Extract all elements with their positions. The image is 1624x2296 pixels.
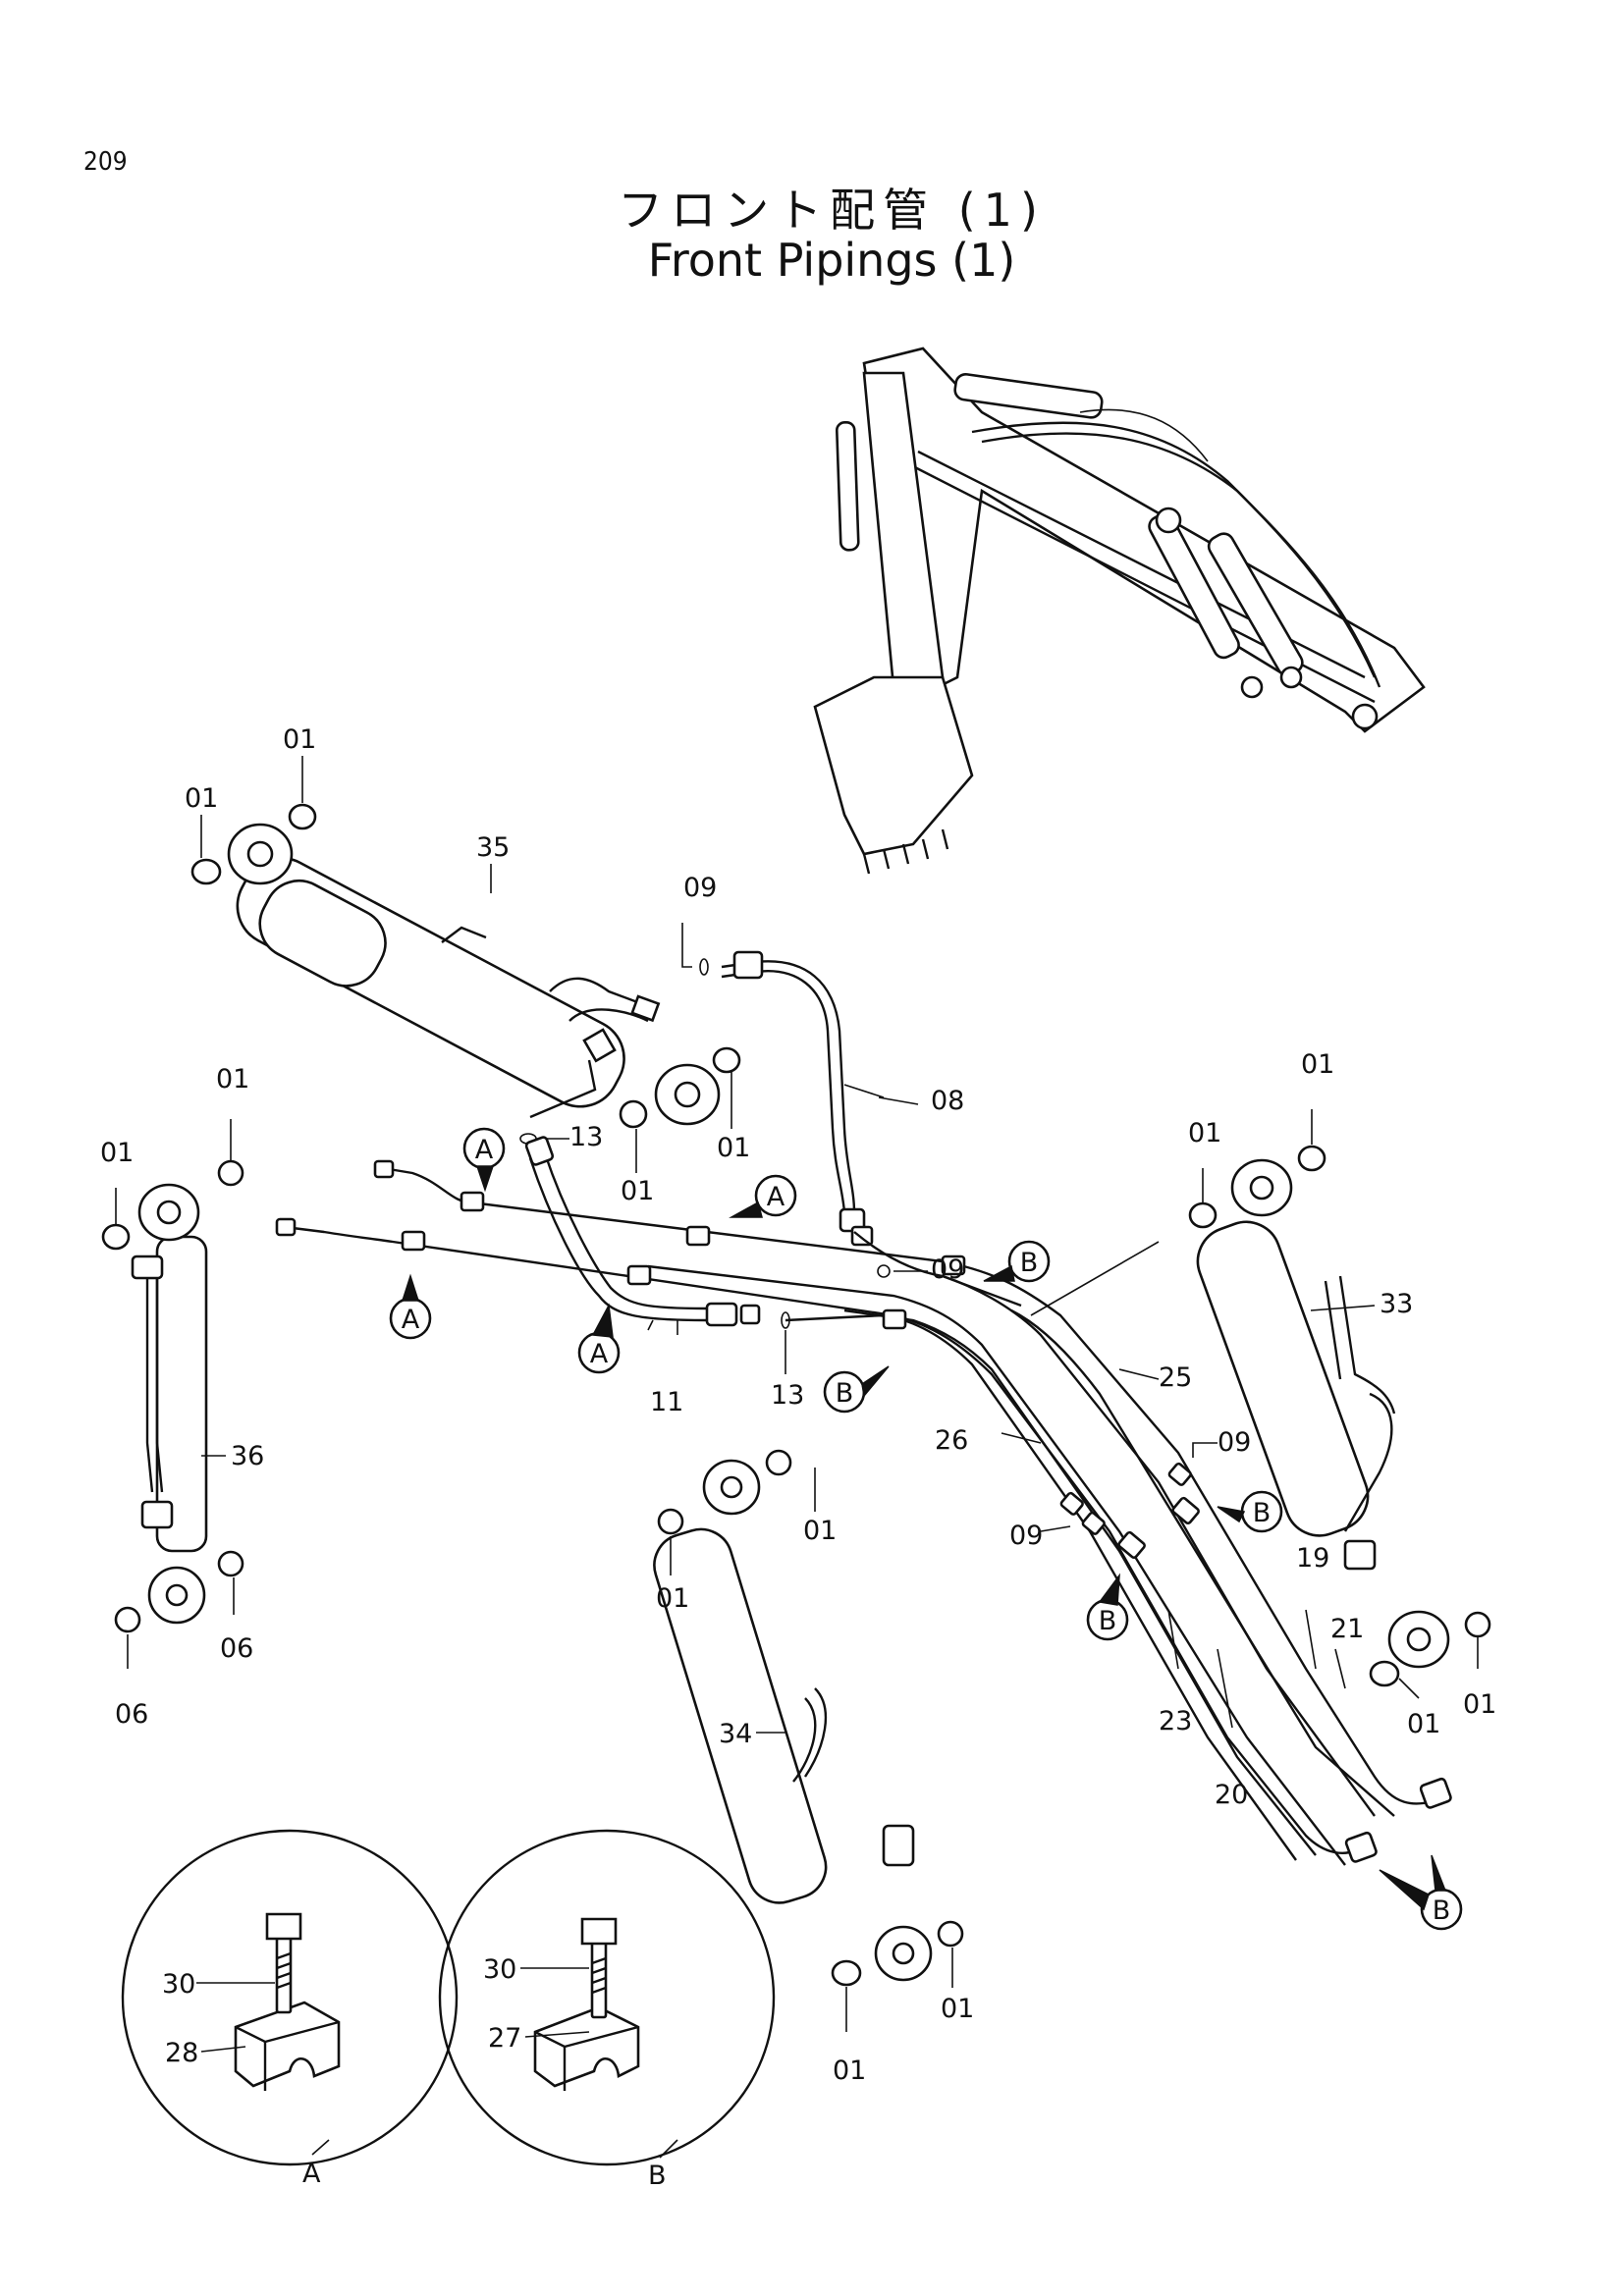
marker-a: A [462,1127,506,1193]
marker-a: A [729,1174,797,1218]
page-number: 209 [83,147,128,177]
label-30: 30 [162,1969,195,2000]
label-09: 09 [1218,1427,1251,1458]
label-28: 28 [165,2038,198,2068]
svg-text:B: B [836,1378,854,1409]
label-25: 25 [1159,1362,1192,1393]
seal-ring-icon [101,1223,131,1251]
svg-text:A: A [590,1339,609,1369]
seal-ring-icon [217,1159,244,1187]
label-01: 01 [1407,1709,1440,1739]
cylinder-36 [131,1183,208,1625]
label-26: 26 [935,1425,968,1456]
label-01: 01 [1463,1689,1496,1720]
cylinder-35 [227,823,721,1126]
label-01: 01 [803,1516,837,1546]
label-01: 01 [1188,1118,1221,1148]
detail-a: 30 28 A [121,1829,459,2189]
svg-text:B: B [1433,1896,1451,1926]
label-06: 06 [115,1699,148,1730]
detail-b-label: B [648,2161,667,2191]
label-01: 01 [717,1133,750,1163]
label-21: 21 [1330,1614,1364,1644]
label-01: 01 [833,2056,866,2086]
svg-text:A: A [767,1182,785,1212]
seal-ring-icon [1188,1201,1218,1229]
svg-text:B: B [1099,1606,1117,1636]
svg-text:B: B [1020,1248,1039,1278]
cylinder-34 [653,1459,933,1982]
detail-b: 30 27 B [438,1829,776,2191]
pipe-runs-upper [275,1159,1452,1866]
svg-text:A: A [402,1305,420,1335]
marker-b: B [1217,1490,1283,1533]
svg-text:A: A [475,1135,494,1165]
seal-ring-icon [114,1606,141,1633]
label-01: 01 [1301,1049,1334,1080]
label-20: 20 [1215,1780,1248,1810]
detail-a-label: A [302,2159,321,2189]
label-35: 35 [476,832,510,863]
seal-ring-icon [765,1449,792,1476]
seal-ring-icon [657,1508,684,1535]
label-30: 30 [483,1954,516,1985]
seal-ring-icon [1464,1611,1491,1638]
label-06: 06 [220,1633,253,1664]
seal-ring-icon [190,858,222,885]
hose-08 [721,950,874,1247]
seal-ring-icon [831,1959,862,1987]
label-27: 27 [488,2023,521,2054]
seal-ring-icon [1297,1145,1326,1172]
marker-b: B [1086,1573,1129,1641]
title-japanese: フロント配管 (1) [618,184,1046,237]
label-01: 01 [283,724,316,755]
seal-ring-icon [937,1920,964,1948]
label-36: 36 [231,1441,264,1471]
svg-text:B: B [1253,1498,1272,1528]
cylinder-33 [1196,1158,1450,1669]
label-01: 01 [185,783,218,814]
label-13: 13 [569,1122,603,1152]
seal-ring-icon [217,1550,244,1577]
label-01: 01 [100,1138,134,1168]
seal-ring-icon [1369,1660,1400,1687]
label-01: 01 [941,1994,974,2024]
label-33: 33 [1380,1289,1413,1319]
marker-a: A [389,1273,432,1340]
label-34: 34 [719,1719,752,1749]
label-09: 09 [931,1255,964,1285]
label-19: 19 [1296,1543,1329,1574]
seal-ring-icon [288,803,317,830]
label-01: 01 [656,1583,689,1614]
label-23: 23 [1159,1706,1192,1736]
marker-a: A [577,1303,621,1374]
label-09: 09 [683,873,717,903]
title-english: Front Pipings (1) [647,234,1016,287]
hose-11 [524,1136,761,1335]
label-09: 09 [1009,1521,1043,1551]
label-11: 11 [650,1387,683,1417]
overview-front-illustration [813,347,1426,875]
seal-ring-icon [619,1099,648,1129]
seal-ring-icon [712,1046,741,1074]
marker-b: B [983,1240,1051,1283]
label-01: 01 [621,1176,654,1206]
label-13: 13 [771,1380,804,1411]
label-01: 01 [216,1064,249,1095]
marker-b: B [823,1365,890,1414]
marker-b: B [1379,1854,1463,1931]
label-08: 08 [931,1086,964,1116]
